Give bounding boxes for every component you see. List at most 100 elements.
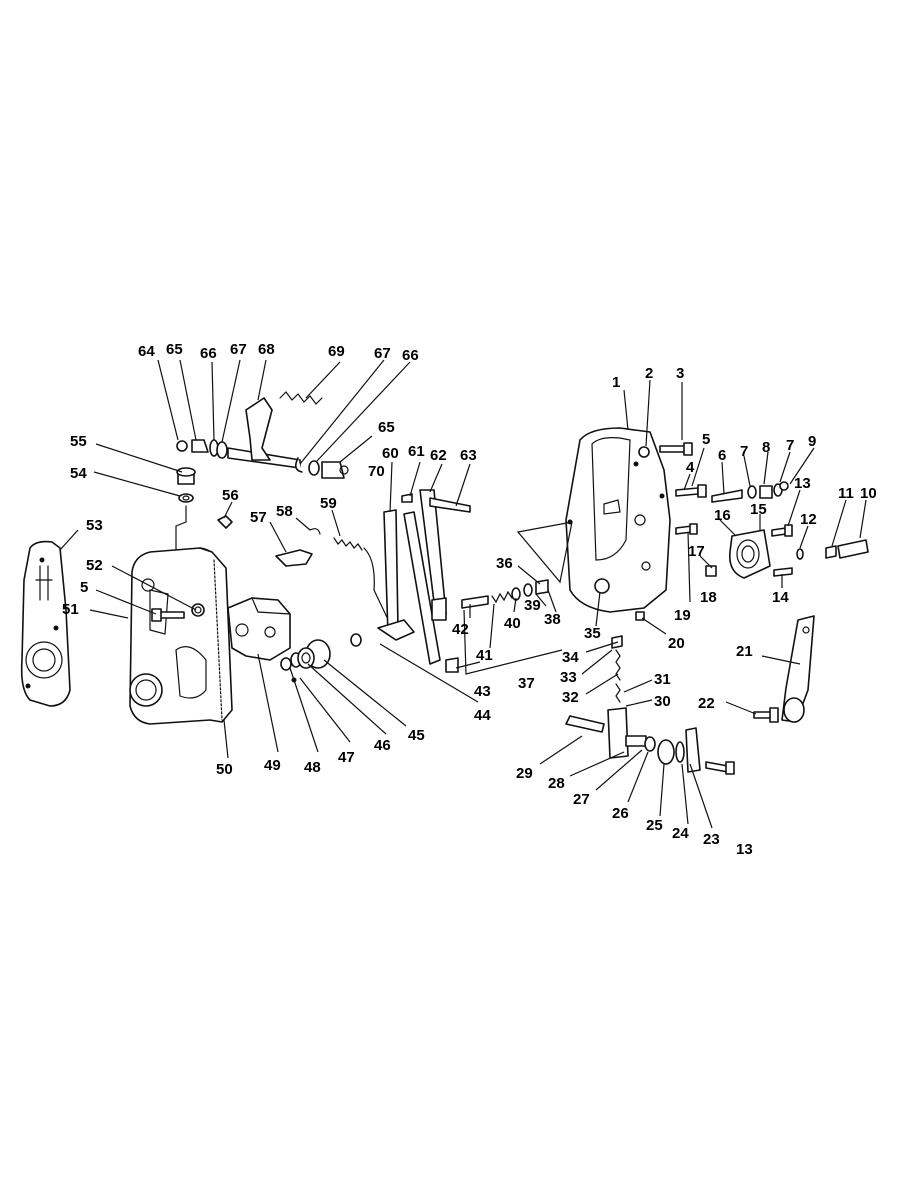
part-60-lever [377, 509, 415, 641]
part-55-filler-cap [175, 467, 196, 551]
callout-7: 7 [740, 443, 748, 460]
callout-13: 13 [794, 475, 811, 492]
callout-47: 47 [338, 749, 355, 766]
callout-14: 14 [772, 589, 789, 606]
callout-24: 24 [672, 825, 689, 842]
callout-20: 20 [668, 635, 685, 652]
callout-12: 12 [800, 511, 817, 528]
part-10-pin [837, 539, 869, 559]
callout-7b: 7 [786, 437, 794, 454]
callout-32: 32 [562, 689, 579, 706]
part-21-lever-arm [781, 615, 815, 723]
callout-26: 26 [612, 805, 629, 822]
part-61-key [401, 493, 413, 503]
callout-65b: 65 [378, 419, 395, 436]
callout-46: 46 [374, 737, 391, 754]
callout-66: 66 [200, 345, 217, 362]
part-64-70-shaft-assembly [176, 391, 349, 479]
callout-15: 15 [750, 501, 767, 518]
callout-38: 38 [544, 611, 561, 628]
part-9-nut [779, 481, 789, 491]
part-56-clip [217, 515, 233, 529]
callout-51: 51 [62, 601, 79, 618]
part-57-bracket [275, 549, 313, 567]
callout-59: 59 [320, 495, 337, 512]
part-31-spring [615, 683, 621, 703]
callout-53: 53 [86, 517, 103, 534]
callout-31: 31 [654, 671, 671, 688]
part-8-nut [759, 485, 773, 499]
part-49-governor-housing [227, 597, 291, 661]
callout-36: 36 [496, 555, 513, 572]
part-4-bolt [675, 484, 707, 498]
part-25-bearing [657, 739, 675, 765]
callout-44: 44 [474, 707, 491, 724]
part-2-plug [638, 446, 650, 458]
part-37-bracket-line [463, 609, 563, 675]
part-13b-bolt [705, 761, 735, 775]
part-15-cover [728, 529, 771, 579]
part-44-washer [350, 633, 362, 647]
part-58-spring-clip [309, 528, 321, 535]
callout-1: 1 [612, 374, 620, 391]
callout-5: 5 [702, 431, 710, 448]
callout-52: 52 [86, 557, 103, 574]
callout-55: 55 [70, 433, 87, 450]
callout-49: 49 [264, 757, 281, 774]
part-39-ring [523, 583, 533, 597]
part-11-bushing [825, 545, 837, 559]
callout-9: 9 [808, 433, 816, 450]
callout-18: 18 [700, 589, 717, 606]
callout-30: 30 [654, 693, 671, 710]
callout-19: 19 [674, 607, 691, 624]
callout-8: 8 [762, 439, 770, 456]
callout-70: 70 [368, 463, 385, 480]
callout-43: 43 [474, 683, 491, 700]
callout-10: 10 [860, 485, 877, 502]
part-14-bolt [773, 567, 793, 577]
part-42-screw [461, 595, 489, 609]
part-51-cover-housing [129, 547, 233, 725]
callout-68: 68 [258, 341, 275, 358]
callout-63: 63 [460, 447, 477, 464]
callout-3: 3 [676, 365, 684, 382]
callout-28: 28 [548, 775, 565, 792]
part-17-plug [705, 565, 717, 577]
callout-41: 41 [476, 647, 493, 664]
callout-64: 64 [138, 343, 155, 360]
part-13-bolt [771, 524, 793, 537]
callout-56: 56 [222, 487, 239, 504]
part-43-link [403, 511, 459, 673]
part-7-washer [747, 485, 757, 499]
part-26-washer [644, 736, 656, 752]
callout-22: 22 [698, 695, 715, 712]
callout-58: 58 [276, 503, 293, 520]
callout-65: 65 [166, 341, 183, 358]
callout-42: 42 [452, 621, 469, 638]
callout-61: 61 [408, 443, 425, 460]
callout-67: 67 [230, 341, 247, 358]
part-12-washer [796, 548, 804, 560]
part-22-bolt [753, 707, 779, 723]
part-41-spring [491, 590, 513, 604]
callout-25: 25 [646, 817, 663, 834]
parts-artwork [20, 391, 869, 775]
callout-48: 48 [304, 759, 321, 776]
callout-29: 29 [516, 765, 533, 782]
callout-5b: 5 [80, 579, 88, 596]
part-53-gasket-plate [20, 540, 71, 707]
callout-21: 21 [736, 643, 753, 660]
callout-11: 11 [838, 485, 854, 502]
callout-60: 60 [382, 445, 399, 462]
part-29-plate [565, 715, 605, 733]
part-19-bolt [675, 523, 698, 535]
callout-50: 50 [216, 761, 233, 778]
callout-16: 16 [714, 507, 731, 524]
leader-lines [59, 359, 867, 829]
callout-35: 35 [584, 625, 601, 642]
callout-33: 33 [560, 669, 577, 686]
callout-13b: 13 [736, 841, 753, 858]
callout-labels: 1 2 3 4 5 6 7 8 7 9 10 11 12 13 14 15 16… [62, 341, 877, 858]
callout-23: 23 [703, 831, 720, 848]
